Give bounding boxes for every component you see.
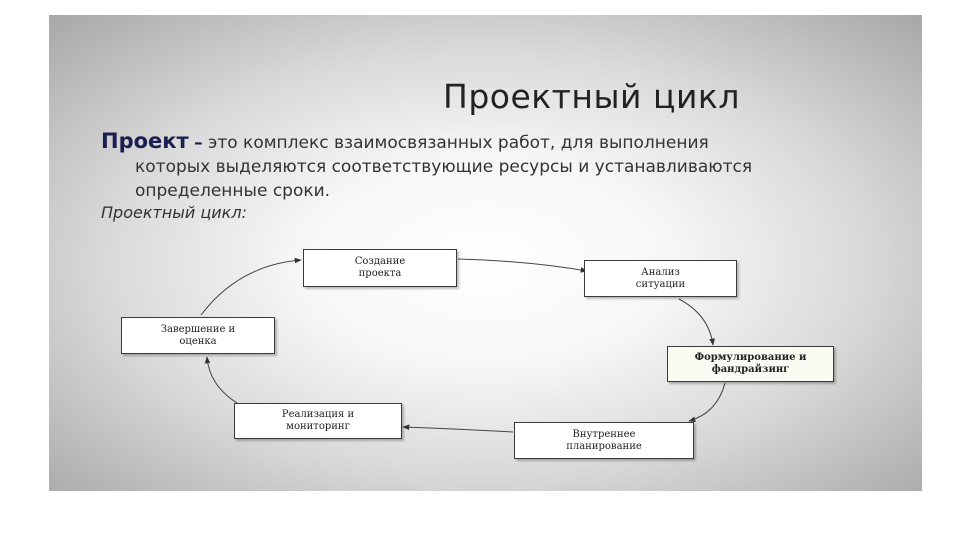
definition-dash: – bbox=[194, 133, 203, 153]
stage-box-implementation: Реализация и мониторинг bbox=[234, 403, 402, 439]
stage-label: оценка bbox=[179, 335, 217, 347]
stage-label: планирование bbox=[566, 440, 642, 452]
stage-label: мониторинг bbox=[286, 421, 350, 432]
definition-term: Проект bbox=[101, 129, 189, 153]
arrow-creation-to-analysis bbox=[457, 258, 588, 273]
stage-label: фандрайзинг bbox=[711, 364, 790, 375]
stage-label: Реализация и bbox=[281, 409, 355, 420]
stage-label: ситуации bbox=[635, 278, 686, 290]
arrow-analysis-to-formulation bbox=[678, 298, 715, 346]
cycle-subheading: Проектный цикл: bbox=[101, 203, 247, 222]
arrow-implementation-to-completion bbox=[204, 356, 238, 404]
stage-label: Внутреннее bbox=[572, 428, 636, 440]
arrow-formulation-to-planning bbox=[688, 382, 726, 422]
stage-box-creation: Создание проекта bbox=[303, 249, 457, 287]
stage-label: Завершение и bbox=[160, 323, 236, 335]
project-definition: Проект – это комплекс взаимосвязанных ра… bbox=[101, 129, 861, 203]
stage-label: Анализ bbox=[641, 266, 680, 278]
slide-title: Проектный цикл bbox=[443, 77, 740, 116]
definition-line-1: Проект – это комплекс взаимосвязанных ра… bbox=[101, 129, 861, 155]
definition-line-3: определенные сроки. bbox=[135, 181, 331, 201]
arrow-planning-to-implementation bbox=[402, 424, 514, 433]
stage-label: Создание bbox=[354, 256, 406, 267]
cycle-arrows bbox=[200, 257, 726, 433]
stage-label: проекта bbox=[358, 268, 402, 279]
stage-box-planning: Внутреннее планирование bbox=[514, 422, 694, 459]
definition-line-2: которых выделяются соответствующие ресур… bbox=[135, 157, 753, 177]
slide: Проектный цикл Проект – это комплекс вза… bbox=[49, 15, 922, 491]
stage-label: Формулирование и bbox=[694, 352, 807, 363]
stage-box-analysis: Анализ ситуации bbox=[584, 260, 737, 297]
stage-box-formulation: Формулирование и фандрайзинг bbox=[667, 346, 834, 382]
stage-box-completion: Завершение и оценка bbox=[121, 317, 275, 354]
arrow-completion-to-creation bbox=[200, 257, 302, 316]
definition-text-1: это комплекс взаимосвязанных работ, для … bbox=[208, 133, 709, 153]
